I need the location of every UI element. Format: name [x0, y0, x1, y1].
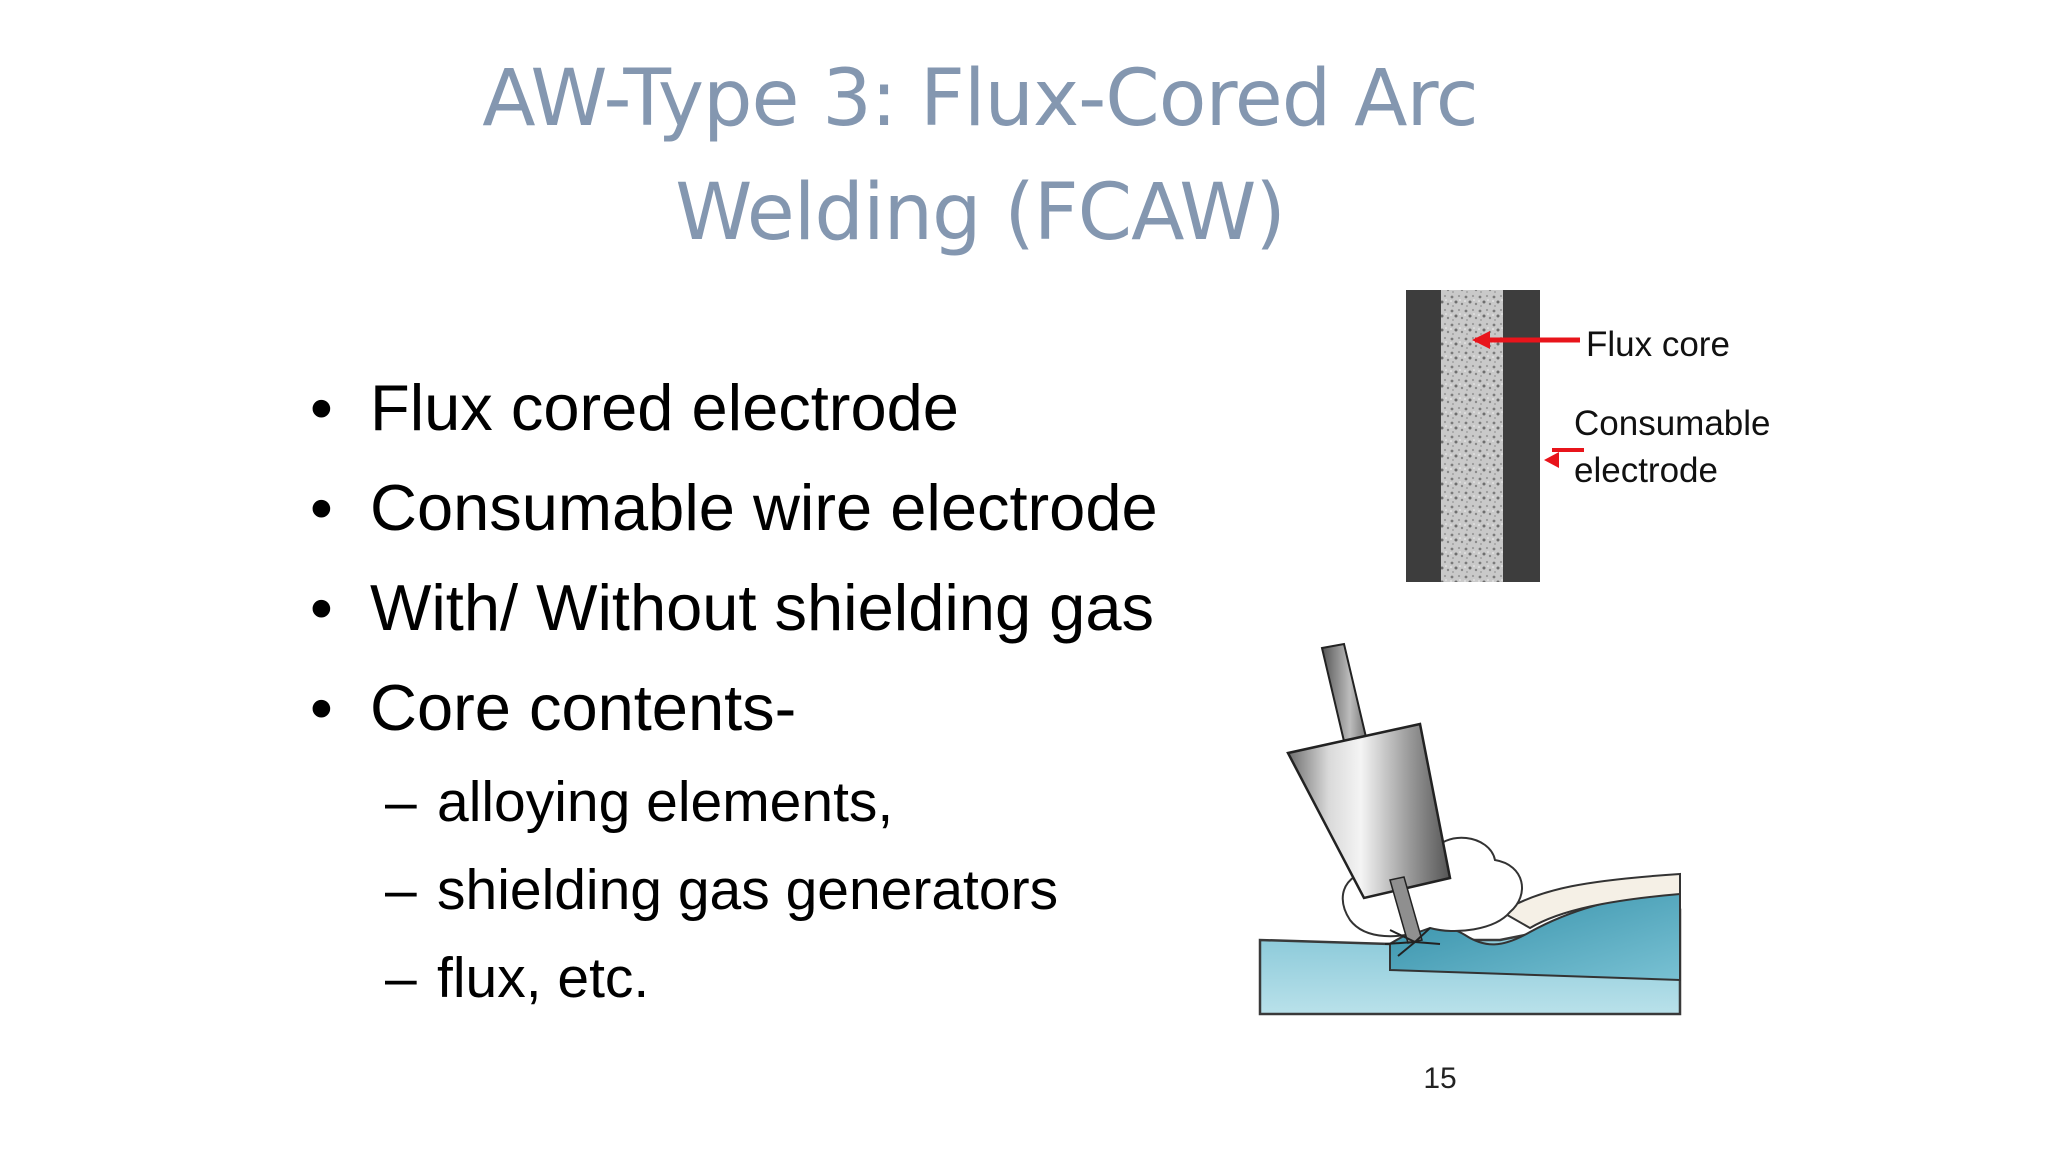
bullet-item: • Consumable wire electrode — [310, 458, 1158, 558]
slide-title: AW-Type 3: Flux-Cored Arc Welding (FCAW) — [300, 42, 1660, 270]
label-electrode: electrode — [1574, 451, 1718, 490]
sub-bullet-text: flux, etc. — [437, 946, 650, 1010]
slag-layer — [1500, 872, 1681, 930]
bullet-text: Core contents- — [370, 671, 797, 744]
bullet-dot: • — [310, 671, 333, 744]
page-number: 15 — [1423, 1062, 1457, 1095]
sub-bullet-item: – alloying elements, — [310, 758, 1158, 846]
arc-sparks — [1384, 927, 1441, 957]
bullet-item: • Core contents- — [310, 658, 1158, 758]
bullet-dot: • — [310, 371, 333, 444]
sub-bullet-text: alloying elements, — [437, 770, 894, 834]
fcaw-figure: Flux core Consumable electrode — [1258, 290, 1771, 1016]
bullet-item: • Flux cored electrode — [310, 358, 1158, 458]
bullet-text: With/ Without shielding gas — [370, 571, 1154, 644]
bullet-text: Consumable wire electrode — [370, 471, 1158, 544]
arrows — [1472, 331, 1584, 468]
bullet-dot: • — [310, 571, 333, 644]
welding-illustration — [1258, 642, 1682, 1016]
title-line-1: AW-Type 3: Flux-Cored Arc — [482, 54, 1478, 144]
sub-bullet-text: shielding gas generators — [437, 858, 1059, 922]
sub-bullet-item: – flux, etc. — [310, 934, 1158, 1022]
bullet-dot: • — [310, 471, 333, 544]
flux-core — [1441, 290, 1503, 582]
sub-bullet-item: – shielding gas generators — [310, 846, 1158, 934]
sub-bullet-dash: – — [385, 946, 417, 1010]
wire-cross-section — [1406, 290, 1540, 582]
bullet-text: Flux cored electrode — [370, 371, 959, 444]
nozzle — [1286, 722, 1452, 900]
sub-bullet-dash: – — [385, 858, 417, 922]
bullet-item: • With/ Without shielding gas — [310, 558, 1158, 658]
electrode-wire — [1389, 876, 1423, 944]
electrode-arrow-head — [1544, 452, 1559, 468]
flux-core-arrow-head — [1472, 331, 1490, 349]
sub-bullet-dash: – — [385, 770, 417, 834]
bullet-list: • Flux cored electrode • Consumable wire… — [310, 358, 1158, 1022]
label-flux-core: Flux core — [1586, 325, 1730, 364]
label-consumable: Consumable — [1574, 404, 1771, 443]
title-line-2: Welding (FCAW) — [675, 168, 1286, 258]
